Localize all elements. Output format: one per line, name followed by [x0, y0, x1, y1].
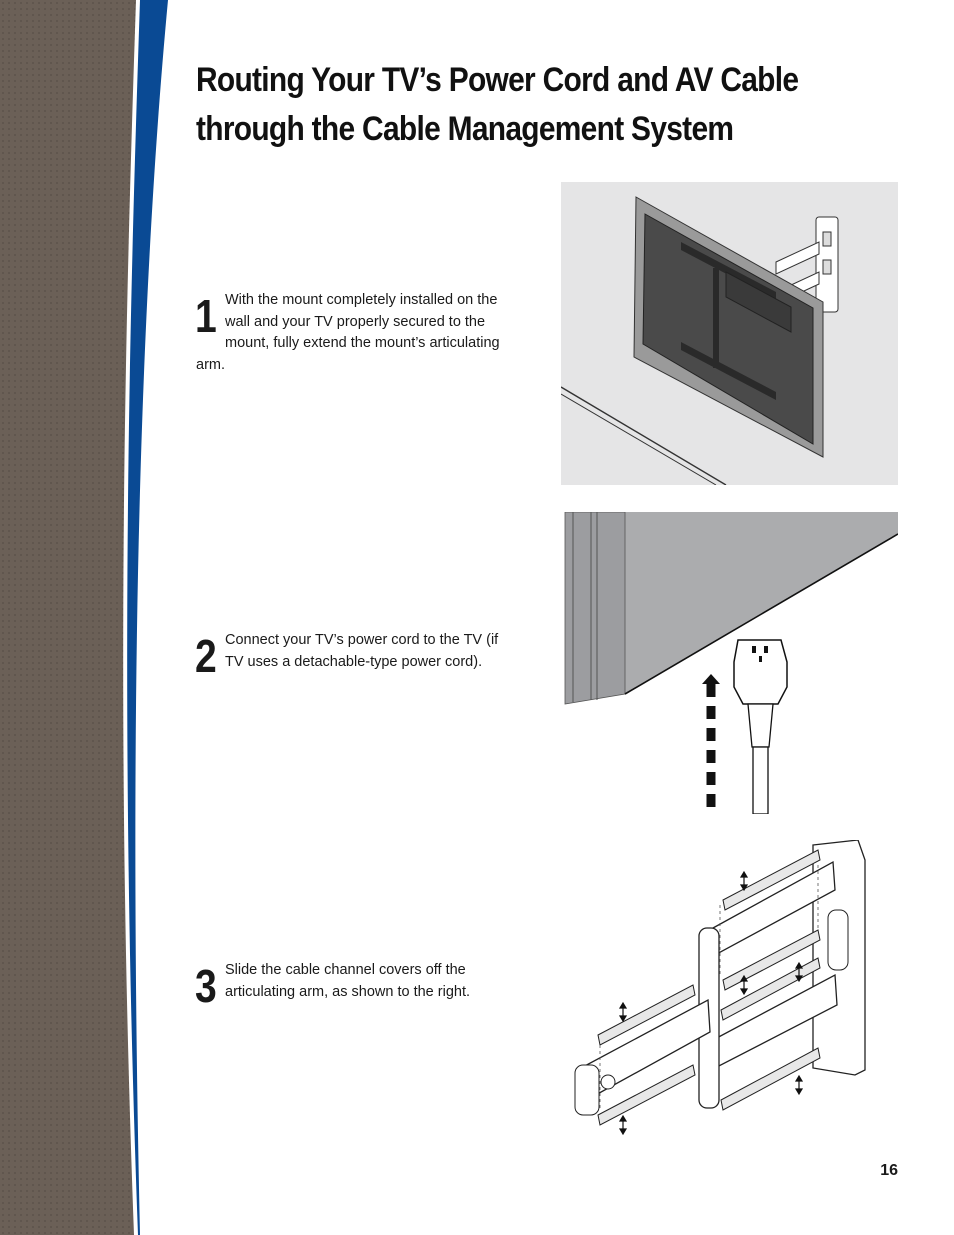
step-number: 2 — [195, 630, 217, 682]
figure-articulating-arm — [574, 840, 866, 1135]
step-text: With the mount completely installed on t… — [196, 292, 500, 373]
page-title: Routing Your TV’s Power Cord and AV Cabl… — [196, 56, 812, 154]
step-text: Connect your TV’s power cord to the TV (… — [225, 632, 499, 670]
title-line-2: through the Cable Management System — [196, 110, 734, 148]
step-text: Slide the cable channel covers off the a… — [225, 962, 471, 1000]
page-number: 16 — [880, 1162, 898, 1179]
step-number: 3 — [195, 960, 217, 1012]
figure-power-cord — [564, 512, 898, 814]
step-1: 1 With the mount completely installed on… — [195, 290, 526, 376]
step-3: 3 Slide the cable channel covers off the… — [195, 960, 486, 1012]
figure-tv-extended-arm — [561, 182, 898, 485]
step-2: 2 Connect your TV’s power cord to the TV… — [195, 630, 516, 682]
sidebar-decoration — [0, 0, 168, 1235]
step-number: 1 — [195, 290, 217, 342]
title-line-1: Routing Your TV’s Power Cord and AV Cabl… — [196, 61, 799, 99]
